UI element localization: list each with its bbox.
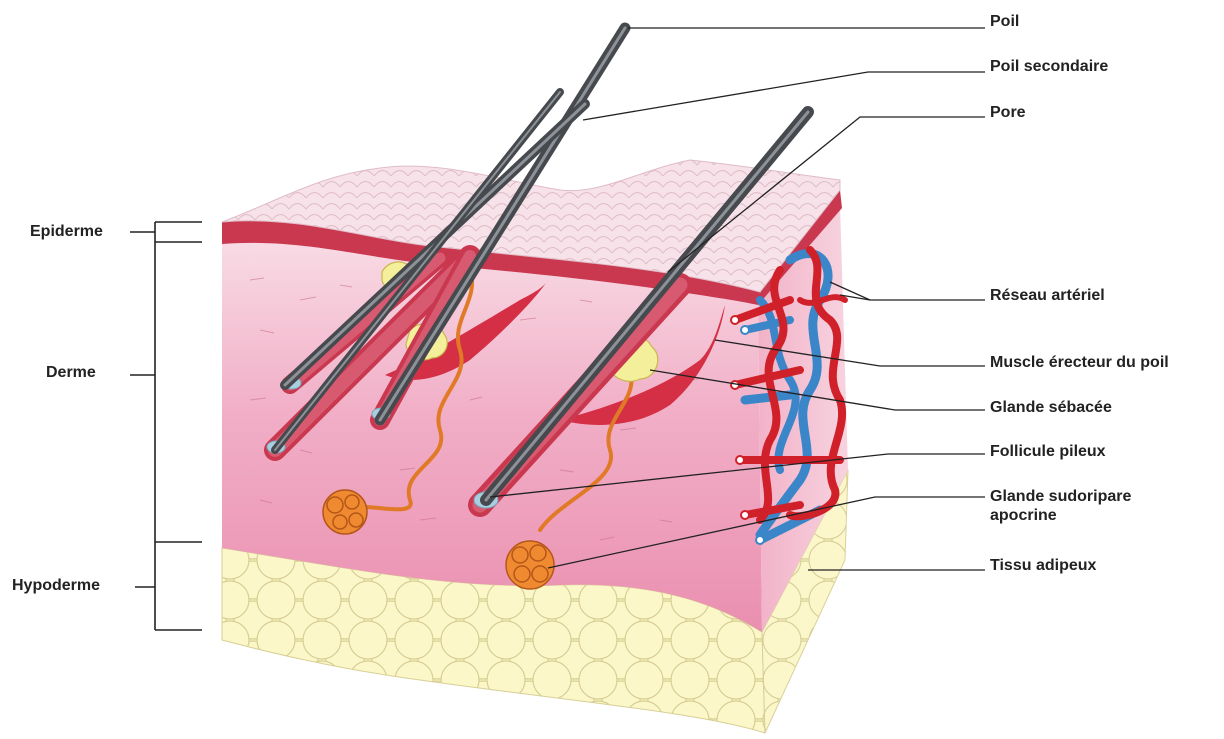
layer-brackets xyxy=(130,222,202,630)
label-adipose-tissue: Tissu adipeux xyxy=(990,556,1096,575)
label-sweat-gland: Glande sudoripare apocrine xyxy=(990,487,1190,525)
label-hypodermis: Hypoderme xyxy=(12,576,100,595)
label-arterial-network: Réseau artériel xyxy=(990,286,1105,305)
sweat-gland-coil-left xyxy=(323,490,367,534)
sweat-gland-coil-right xyxy=(506,541,554,589)
label-secondary-hair: Poil secondaire xyxy=(990,57,1108,76)
label-arrector-muscle: Muscle érecteur du poil xyxy=(990,353,1169,372)
label-epidermis: Epiderme xyxy=(30,222,103,241)
label-dermis: Derme xyxy=(46,363,96,382)
label-pore: Pore xyxy=(990,103,1026,122)
label-sebaceous-gland: Glande sébacée xyxy=(990,398,1112,417)
label-hair-follicle: Follicule pileux xyxy=(990,442,1106,461)
label-hair: Poil xyxy=(990,12,1019,31)
leader-secondary-hair xyxy=(583,72,985,120)
